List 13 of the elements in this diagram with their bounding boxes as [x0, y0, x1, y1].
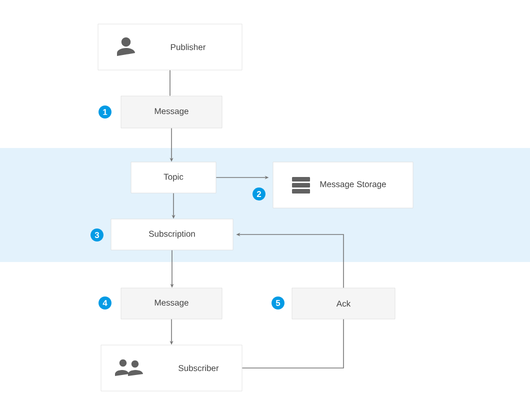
callout-number: 4 — [98, 296, 112, 310]
callout-number: 1 — [98, 106, 112, 118]
process-box: Subscription — [110, 218, 234, 250]
process-box: Ack — [292, 288, 396, 320]
callout-number: 5 — [272, 296, 284, 310]
process-box: Publisher — [98, 24, 242, 70]
process-box: Message — [120, 96, 222, 128]
process-box: Topic — [130, 162, 216, 194]
storage-box: Message Storage — [272, 162, 414, 208]
process-box: Message — [120, 288, 222, 320]
callout-number: 3 — [90, 228, 104, 242]
process-box: Subscriber — [100, 344, 242, 392]
callout-number: 2 — [252, 188, 266, 200]
